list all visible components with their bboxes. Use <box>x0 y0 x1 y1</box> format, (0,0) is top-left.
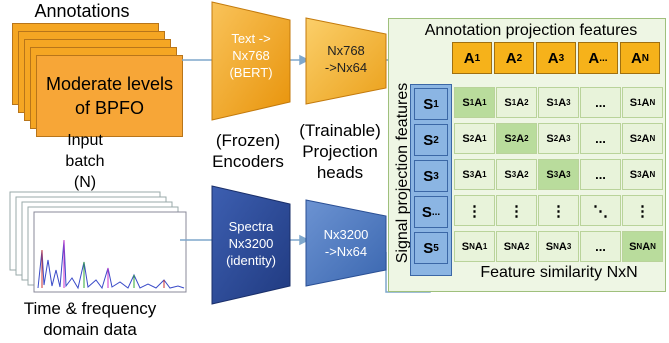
similarity-cell: ... <box>580 87 621 118</box>
text-encoder-shape <box>211 1 291 121</box>
text-projection-label: Nx768 ->Nx64 <box>306 42 386 76</box>
similarity-cell: ⋱ <box>580 195 621 226</box>
frozen-encoders-label: (Frozen) Encoders <box>198 130 298 172</box>
spectra-projection-line1: Nx3200 <box>323 227 369 242</box>
similarity-cell: ... <box>580 231 621 262</box>
a-header-letter: A <box>547 49 559 67</box>
similarity-cell: ⋮ <box>496 195 537 226</box>
a-header-letter: A <box>630 49 642 67</box>
a-header-subscript: 2 <box>516 52 523 64</box>
s-header-subscript: 1 <box>433 98 439 110</box>
text-encoder-label: Text -> Nx768 (BERT) <box>212 30 290 81</box>
spectra-encoder-line3: (identity) <box>226 253 276 268</box>
s-header-letter: S <box>423 95 434 113</box>
text-projection-shape <box>305 17 387 105</box>
annotation-features-title: Annotation projection features <box>424 22 638 39</box>
a-header-subscript: ... <box>599 52 608 64</box>
similarity-cell: ... <box>580 159 621 190</box>
trainable-line1: (Trainable) <box>299 121 381 140</box>
annotation-text-line1: Moderate levels <box>45 74 174 94</box>
frozen-line1: (Frozen) <box>215 131 281 150</box>
input-batch-line3: (N) <box>73 174 97 191</box>
s-header-letter: S <box>421 203 432 221</box>
spectra-encoder-line2: Nx3200 <box>228 236 274 251</box>
spectra-projection-label: Nx3200 ->Nx64 <box>306 226 386 260</box>
s-header-cell: S... <box>414 196 448 228</box>
spectra-encoder-label: Spectra Nx3200 (identity) <box>212 218 290 269</box>
s-header-subscript: 2 <box>433 134 439 146</box>
spectra-encoder-shape <box>211 185 291 305</box>
input-batch-line1: Input <box>67 132 103 149</box>
spectra-plot-front <box>33 211 187 293</box>
input-batch-line2: batch <box>65 153 105 170</box>
a-header-subscript: N <box>641 52 650 64</box>
a-header-letter: A <box>463 49 475 67</box>
trainable-line3: heads <box>316 163 364 182</box>
s-header-subscript: ... <box>431 206 441 218</box>
spectra-projection-shape <box>305 199 387 287</box>
input-batch-label: Input batch (N) <box>40 130 130 193</box>
time-frequency-label: Time & frequency domain data <box>0 298 180 340</box>
annotation-card-front: Moderate levels of BPFO <box>36 55 183 137</box>
text-projection-line2: ->Nx64 <box>324 60 368 75</box>
similarity-title: Feature similarity NxN <box>480 264 638 281</box>
similarity-cell: ⋮ <box>538 195 579 226</box>
annotations-title: Annotations <box>34 1 130 21</box>
text-encoder-line3: (BERT) <box>229 65 273 80</box>
similarity-cell: ... <box>580 123 621 154</box>
similarity-cell: ⋮ <box>454 195 495 226</box>
s-header-letter: S <box>423 167 434 185</box>
spectra-encoder-line1: Spectra <box>228 219 274 234</box>
s-header-subscript: 3 <box>433 170 439 182</box>
a-header-subscript: 1 <box>474 52 481 64</box>
text-encoder-line1: Text -> <box>231 31 271 46</box>
trainable-line2: Projection <box>302 142 378 161</box>
similarity-cell: ⋮ <box>622 195 663 226</box>
annotation-text-line2: of BPFO <box>74 98 145 118</box>
s-header-subscript: 5 <box>433 242 439 254</box>
spectra-projection-line2: ->Nx64 <box>324 244 368 259</box>
a-header-letter: A <box>505 49 517 67</box>
trainable-heads-label: (Trainable) Projection heads <box>290 120 390 183</box>
s-header-letter: S <box>423 239 434 257</box>
text-encoder-line2: Nx768 <box>232 48 270 63</box>
text-projection-line1: Nx768 <box>327 43 365 58</box>
time-frequency-line2: domain data <box>43 320 137 339</box>
a-header-letter: A <box>588 49 600 67</box>
a-header-subscript: 3 <box>558 52 565 64</box>
time-frequency-line1: Time & frequency <box>23 299 157 318</box>
spectra-stack <box>9 191 187 293</box>
a-header-cell: A... <box>578 42 618 74</box>
s-header-letter: S <box>423 131 434 149</box>
frozen-line2: Encoders <box>212 152 284 171</box>
